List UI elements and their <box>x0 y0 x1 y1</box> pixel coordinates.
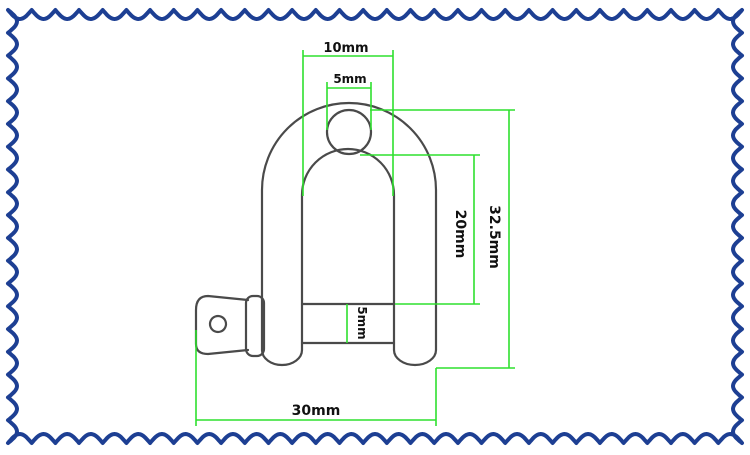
pin-collar <box>244 294 266 358</box>
dimension-lines <box>195 50 515 426</box>
stamp-frame <box>6 8 744 445</box>
overall-height-label: 32.5mm <box>486 205 502 269</box>
inner-height-label: 20mm <box>452 210 468 259</box>
overall-width-label: 30mm <box>292 403 341 419</box>
ring-diameter-label: 5mm <box>333 72 366 86</box>
shackle-inner-bow <box>300 147 396 352</box>
shackle-left-foot <box>260 348 304 367</box>
pin-diameter-label: 5mm <box>355 306 369 339</box>
shackle-right-foot <box>392 348 438 367</box>
pin-eye <box>194 294 250 356</box>
top-ring <box>325 108 373 156</box>
pin-eye-hole <box>208 314 228 334</box>
shackle-outline <box>194 101 438 367</box>
shackle-outer-bow <box>260 101 438 352</box>
top-width-label: 10mm <box>323 41 368 56</box>
